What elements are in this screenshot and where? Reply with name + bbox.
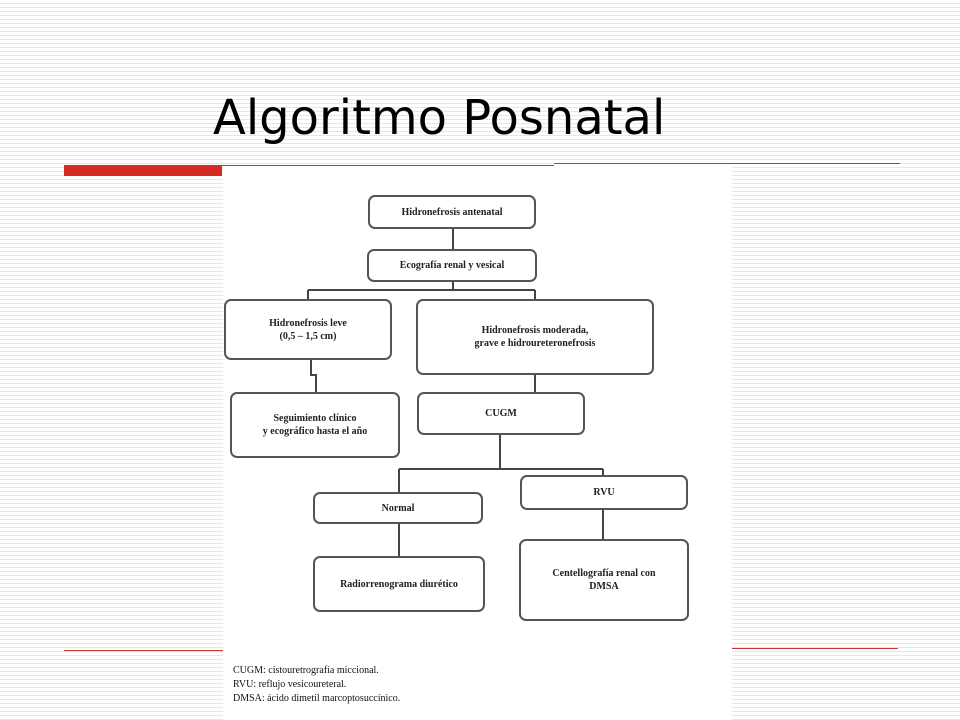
node-centellografia: Centellografía renal con DMSA xyxy=(519,539,689,621)
footer-line-right xyxy=(732,648,898,649)
footer-line-left xyxy=(64,650,224,651)
node-radiorrenograma: Radiorrenograma diurético xyxy=(313,556,485,612)
node-hidronefrosis-leve: Hidronefrosis leve (0,5 – 1,5 cm) xyxy=(224,299,392,360)
legend-line: CUGM: cistouretrografía miccional. xyxy=(233,665,379,676)
legend-line: DMSA: ácido dimetil marcoptosuccínico. xyxy=(233,693,401,704)
node-label: Hidronefrosis moderada, grave e hidroure… xyxy=(474,325,596,349)
title-underline-left xyxy=(64,165,554,166)
node-ecografia-renal: Ecografía renal y vesical xyxy=(367,249,537,282)
abbreviation-legend: CUGM: cistouretrografía miccional. RVU: … xyxy=(233,664,400,706)
node-label: Ecografía renal y vesical xyxy=(399,260,505,271)
node-normal: Normal xyxy=(313,492,483,524)
node-label: Hidronefrosis antenatal xyxy=(401,206,503,218)
node-label: Centellografía renal con DMSA xyxy=(552,568,656,592)
node-label: Seguimiento clínico y ecográfico hasta e… xyxy=(262,413,368,437)
title-accent-bar xyxy=(64,165,222,176)
node-seguimiento-clinico: Seguimiento clínico y ecográfico hasta e… xyxy=(230,392,400,458)
node-hidronefrosis-antenatal: Hidronefrosis antenatal xyxy=(368,195,536,229)
connector-ecografia-split xyxy=(307,282,536,299)
legend-line: RVU: reflujo vesicoureteral. xyxy=(233,679,347,690)
connector-leve-seguimiento xyxy=(310,360,317,392)
slide-title: Algoritmo Posnatal xyxy=(213,90,666,146)
node-label: Hidronefrosis leve (0,5 – 1,5 cm) xyxy=(269,317,347,342)
node-label: Radiorrenograma diurético xyxy=(340,578,458,590)
node-cugm: CUGM xyxy=(417,392,585,435)
node-label: RVU xyxy=(593,487,615,498)
flowchart-figure: Hidronefrosis antenatal Ecografía renal … xyxy=(223,167,732,720)
flowchart-connectors xyxy=(307,229,604,556)
title-underline-right xyxy=(554,163,900,164)
node-hidronefrosis-moderada: Hidronefrosis moderada, grave e hidroure… xyxy=(416,299,654,375)
node-label: CUGM xyxy=(485,408,517,419)
connector-cugm-split xyxy=(398,435,604,492)
node-label: Normal xyxy=(381,502,415,514)
node-rvu: RVU xyxy=(520,475,688,510)
